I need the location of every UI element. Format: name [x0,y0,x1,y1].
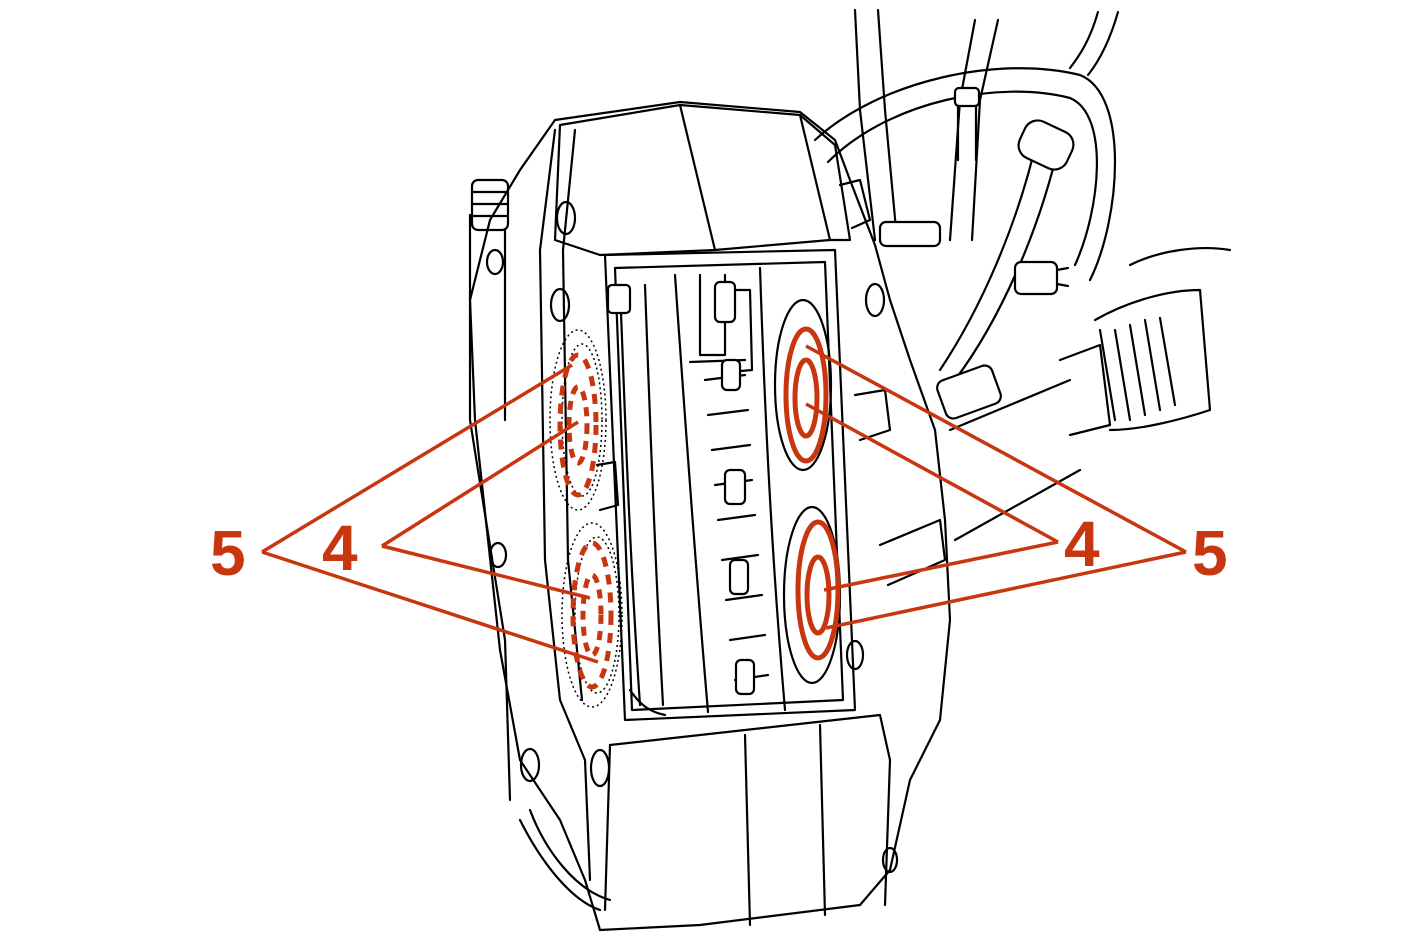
leader-left-5-upper [261,363,573,554]
left-lower-outer-seal [570,540,614,690]
callout-left-4: 4 [322,512,358,584]
leader-right-5-lower [825,550,1187,630]
left-lower-inner-seal [580,572,604,658]
right-lower-outer-seal [795,519,841,661]
callout-right-4: 4 [1064,508,1100,580]
left-piston-seals [557,352,614,690]
left-upper-outer-seal [557,352,599,498]
right-piston-seals [783,326,841,661]
leader-left-4-lower [381,544,591,600]
leader-left-5-lower [261,550,599,664]
callout-right-5: 5 [1192,517,1228,589]
right-upper-inner-seal [792,357,820,439]
drive-shaft [936,247,1232,542]
pad-window [595,248,857,722]
right-upper-outer-seal [783,326,829,464]
leader-lines [261,344,1187,664]
left-upper-inner-seal [566,384,590,466]
caliper-body [468,100,952,932]
brake-hoses [813,8,1120,382]
callout-left-5: 5 [210,517,246,589]
right-lower-inner-seal [804,554,832,636]
leader-left-4-upper [381,420,579,548]
leader-right-4-lower [823,540,1059,592]
leader-right-4-upper [805,402,1059,544]
leader-right-5-upper [805,344,1187,554]
